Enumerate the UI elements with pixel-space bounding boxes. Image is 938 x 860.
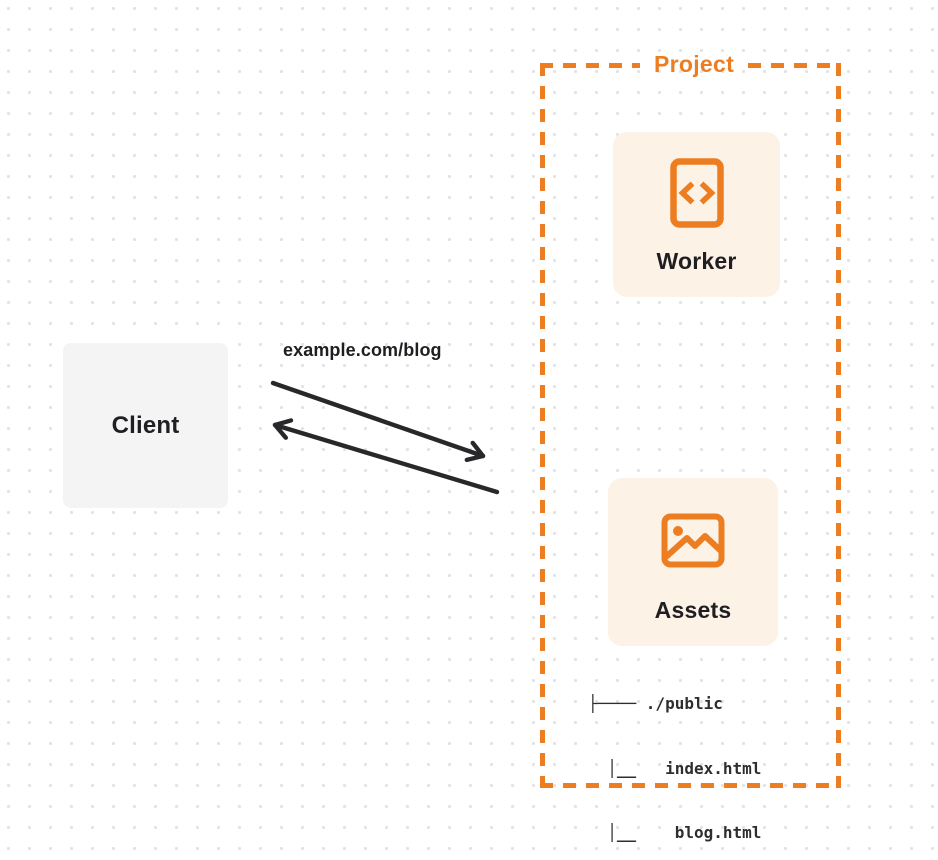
project-border-bottom [540,783,841,788]
response-arrow-icon [272,418,500,495]
image-icon [661,513,725,573]
file-tree-line: ├──── ./public [588,694,723,713]
assets-file-tree: ├──── ./public │__ index.html │__ blog.h… [588,650,761,860]
project-title: Project [653,51,735,77]
file-tree-line: │__ blog.html [588,823,762,842]
project-border-left [540,63,545,788]
file-tree-line: │__ index.html [588,758,762,778]
code-document-icon [669,158,724,233]
worker-label: Worker [656,248,737,274]
project-border-right [836,63,841,788]
client-label: Client [111,411,180,439]
assets-card: Assets [608,478,778,646]
request-arrow-icon [270,380,486,463]
worker-card: Worker [613,132,780,297]
client-box: Client [63,343,228,508]
request-url-label: example.com/blog [283,340,442,360]
request-response-arrows [270,380,500,495]
project-border-top-right [748,63,841,68]
assets-label: Assets [654,597,732,623]
project-border-top-left [540,63,640,68]
